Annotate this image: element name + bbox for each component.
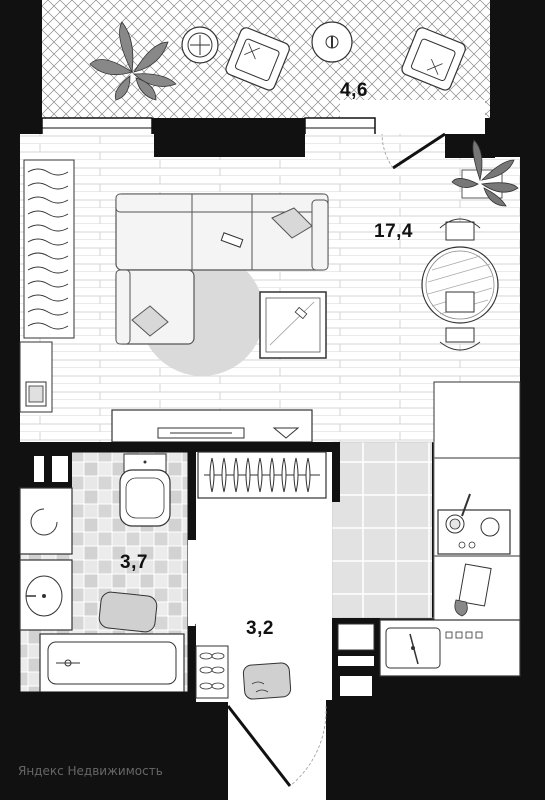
balcony-plant bbox=[89, 21, 177, 101]
cutting-board bbox=[454, 563, 492, 617]
hallway-area-label: 3,2 bbox=[246, 618, 274, 639]
toilet bbox=[119, 453, 171, 527]
bath-mat bbox=[98, 591, 158, 633]
cooktop bbox=[437, 493, 511, 555]
shoe-rack bbox=[195, 645, 229, 699]
balcony-armchair-2 bbox=[401, 27, 466, 91]
wall-hall-top bbox=[192, 442, 332, 452]
balcony-side-table bbox=[311, 21, 353, 63]
entrance-door bbox=[196, 702, 327, 800]
balcony-area-label: 4,6 bbox=[340, 80, 368, 101]
radiator bbox=[23, 159, 75, 339]
balcony-stool bbox=[181, 26, 219, 64]
sofa bbox=[115, 193, 329, 345]
wardrobe bbox=[197, 451, 327, 499]
bathroom-area-label: 3,7 bbox=[120, 552, 148, 573]
washing-machine bbox=[19, 487, 73, 555]
plant-top-right bbox=[451, 139, 519, 207]
coffee-table bbox=[259, 291, 327, 359]
living-room-area-label: 17,4 bbox=[374, 221, 413, 242]
kitchen-floor bbox=[332, 442, 432, 618]
watermark: Яндекс Недвижимость bbox=[18, 764, 163, 778]
balcony-door bbox=[381, 132, 446, 170]
tv-console bbox=[111, 409, 313, 443]
bath-sink bbox=[19, 559, 73, 631]
kitchen-sink bbox=[379, 619, 521, 677]
wall-bath-top bbox=[20, 442, 192, 452]
balcony-armchair-1 bbox=[225, 27, 290, 91]
bathtub bbox=[39, 633, 185, 693]
dining-table bbox=[421, 218, 499, 351]
entrance-mat bbox=[242, 662, 292, 700]
